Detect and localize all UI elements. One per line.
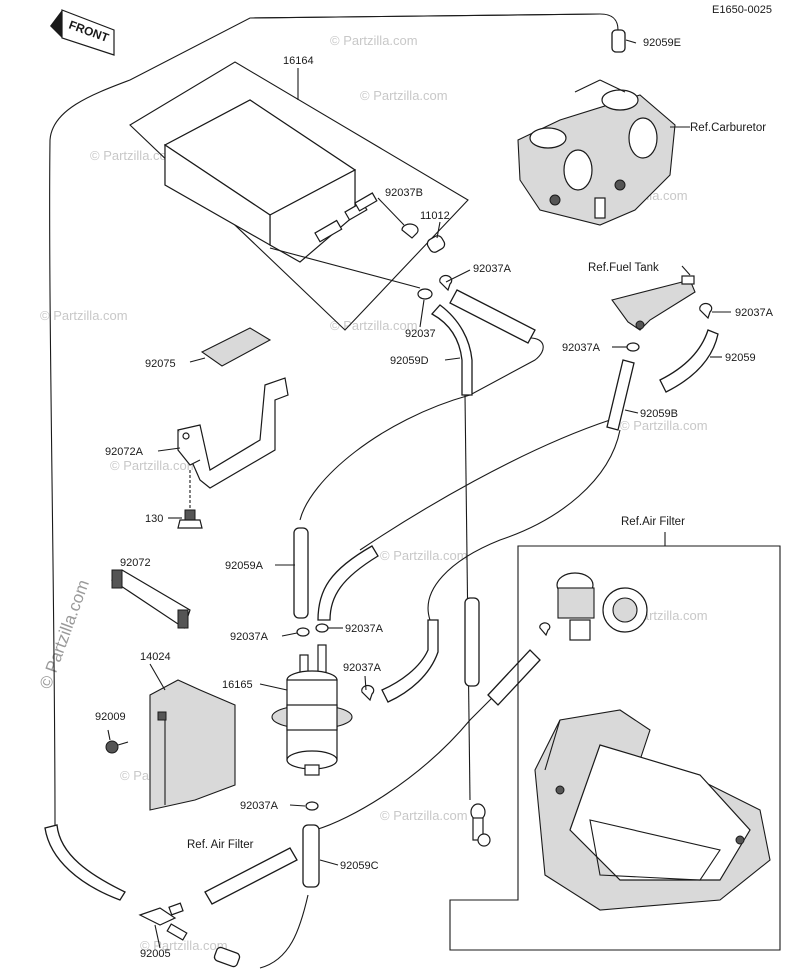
hose-92059[interactable] [659, 329, 719, 393]
pad-92075[interactable] [200, 327, 272, 367]
watermark: © Partzilla.com [380, 548, 468, 563]
tee-fitting-92005[interactable] [138, 902, 188, 941]
part-label-16164: 16164 [283, 55, 314, 67]
ref-air-filter-bottom: Ref. Air Filter [187, 839, 254, 851]
part-label-92059: 92059 [725, 352, 756, 364]
ref-air-filter-right: Ref.Air Filter [621, 516, 685, 528]
part-label-16165: 16165 [222, 679, 253, 691]
part-label-92037A-r1: 92037A [735, 307, 774, 319]
hose-to-air-filter-bottom[interactable] [204, 847, 298, 905]
part-label-92037A-l3: 92037A [343, 662, 382, 674]
clip-92037A-l3[interactable] [361, 684, 375, 702]
screw-92009[interactable] [105, 740, 129, 754]
air-filter-housing-ref [534, 709, 771, 911]
part-label-92005: 92005 [140, 948, 171, 960]
hose-curved-middle[interactable] [317, 545, 379, 621]
watermark: © Partzilla.com [360, 88, 448, 103]
part-label-92059E: 92059E [643, 37, 681, 49]
watermark: © Partzilla.com [110, 458, 198, 473]
cover-14024[interactable] [149, 679, 236, 811]
clip-92037A-l2[interactable] [315, 623, 329, 633]
part-label-92037A-l2: 92037A [345, 623, 384, 635]
air-valve-ref [539, 572, 648, 641]
carburetor-ref [517, 79, 690, 226]
canister-16164-group [129, 61, 469, 331]
bracket-92072A[interactable] [177, 377, 289, 489]
vent-lines [49, 13, 621, 969]
part-label-92037A-top: 92037A [473, 263, 512, 275]
watermark: © Partzilla.com [90, 148, 178, 163]
part-label-92009: 92009 [95, 711, 126, 723]
fuel-filter-16165[interactable] [271, 644, 353, 776]
part-label-92059B: 92059B [640, 408, 678, 420]
clip-92037A-r1[interactable] [699, 302, 713, 320]
watermark: © Partzilla.com [140, 938, 228, 953]
diagram-code: E1650-0025 [712, 4, 772, 16]
hose-92059C[interactable] [302, 824, 320, 888]
part-label-130: 130 [145, 513, 163, 525]
part-label-11012: 11012 [420, 210, 450, 222]
hose-92059E[interactable] [611, 29, 626, 53]
watermark-side: © Partzilla.com [36, 577, 93, 691]
fuel-tank-ref [611, 275, 696, 331]
part-label-92072A: 92072A [105, 446, 144, 458]
clip-92037A-r2[interactable] [626, 342, 640, 352]
hose-92059B[interactable] [606, 359, 635, 431]
watermark: © Partzilla.com [40, 308, 128, 323]
part-label-92037A-r2: 92037A [562, 342, 601, 354]
ref-carburetor: Ref.Carburetor [690, 122, 766, 134]
watermark: © Partzilla.com [330, 33, 418, 48]
bolt-130[interactable] [177, 470, 203, 529]
hose-92059A[interactable] [293, 527, 309, 619]
strap-92072[interactable] [111, 569, 191, 629]
clip-92037A-l4[interactable] [305, 801, 319, 811]
cap-11012[interactable] [426, 234, 447, 254]
leader-lines [107, 39, 731, 949]
part-label-92075: 92075 [145, 358, 176, 370]
front-arrow: FRONT [50, 9, 115, 56]
part-label-14024: 14024 [140, 651, 171, 663]
part-label-92037: 92037 [405, 328, 436, 340]
clip-92037[interactable] [417, 288, 433, 300]
part-label-92037A-l1: 92037A [230, 631, 269, 643]
hose-diagonal-center[interactable] [487, 649, 541, 706]
fitting-bottom-center[interactable] [470, 803, 491, 847]
hose-left-bottom[interactable] [44, 824, 126, 901]
air-filter-box [449, 532, 781, 951]
hose-curved-lower[interactable] [381, 619, 439, 703]
hose-end-bottom[interactable] [213, 946, 241, 968]
hose-straight-top[interactable] [449, 289, 536, 344]
watermark: © Partzilla.com [330, 318, 418, 333]
clip-92037A-l1[interactable] [296, 627, 310, 637]
part-label-92059D: 92059D [390, 355, 429, 367]
part-label-92037A-l4: 92037A [240, 800, 279, 812]
watermark: © Partzilla.com [380, 808, 468, 823]
hose-92059D[interactable] [430, 304, 473, 396]
clip-92037B[interactable] [401, 223, 419, 239]
ref-fuel-tank: Ref.Fuel Tank [588, 262, 659, 274]
watermark: © Partzilla.com [620, 418, 708, 433]
part-label-92059C: 92059C [340, 860, 379, 872]
clip-92037A-top[interactable] [439, 274, 453, 292]
canister-box [129, 61, 469, 331]
hose-vertical-center[interactable] [464, 597, 480, 687]
part-label-92059A: 92059A [225, 560, 264, 572]
part-label-92037B: 92037B [385, 187, 423, 199]
part-label-92072: 92072 [120, 557, 151, 569]
